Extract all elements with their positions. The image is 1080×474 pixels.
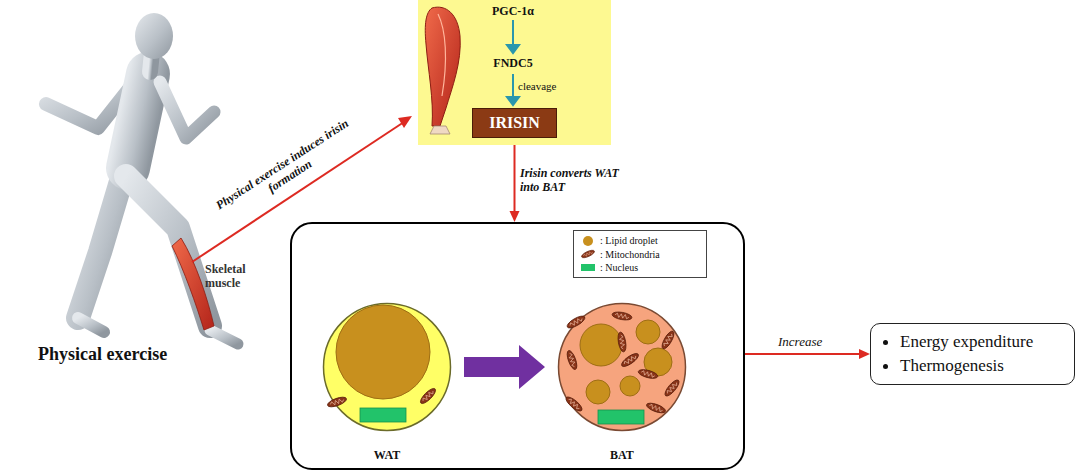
outcome-item: Energy expenditure [900,332,1033,352]
hormone-name: IRISIN [489,114,540,132]
arrow-caption: Irisin converts WAT into BAT [520,166,632,194]
mitochondria-swatch [580,249,596,259]
bat-cell: BAT [557,302,687,432]
figure-caption: Physical exercise [38,344,238,365]
cell-membrane [324,304,451,431]
cell-label: BAT [557,448,687,463]
bullet-dot [883,340,888,345]
wat-cell: WAT [322,302,452,432]
block-arrow [464,345,545,389]
legend-text: : Nucleus [600,262,638,273]
arrow-caption: Physical exercise induces irisin formati… [206,111,366,228]
bullet-row: Thermogenesis [883,356,1074,376]
cell-outline [557,302,687,432]
legend-row: : Nucleus [580,261,700,274]
legend-row: : Mitochondria [580,248,700,261]
arrow-head [859,349,870,359]
process-name: cleavage [518,80,598,92]
cell-label: WAT [322,448,452,463]
bullet-dot [883,364,888,369]
legend-box: : Lipid droplet : Mitochondria : Nucleus [573,230,707,278]
legend-text: : Lipid droplet [600,235,658,246]
legend-text: : Mitochondria [600,249,660,260]
induction-arrow [192,116,412,262]
mitochondria-icon [581,249,596,259]
lipid-swatch [583,236,593,246]
muscle-illustration [425,7,460,134]
cell-outline [322,302,452,432]
protein-name: FNDC5 [463,56,563,71]
connector-line [745,353,861,355]
connector-line [514,145,516,213]
irisin-box: IRISIN [472,108,557,138]
outcome-item: Thermogenesis [900,356,1004,376]
connector-arrow [745,349,870,359]
legend-row: : Lipid droplet [580,234,700,247]
legend-swatch [580,235,596,247]
cell-membrane [559,304,686,431]
legend-swatch [580,262,596,274]
pathway-arrows [507,20,519,105]
wat-cell-contents [326,305,437,422]
runner-figure [46,13,238,344]
arrow-head [510,211,520,222]
gene-name: PGC-1α [463,4,563,19]
outcome-box: Energy expenditureThermogenesis [870,323,1075,385]
nucleus-swatch [581,264,595,271]
bat-cell-contents [564,311,681,424]
pathway-box: PGC-1αFNDC5 cleavageIRISIN [418,0,611,145]
arrow-caption: Increase [778,334,858,350]
legend-swatch [580,248,596,260]
part-label: Skeletal muscle [205,262,265,290]
block-arrow-shape [464,345,545,389]
connector-arrow [510,145,520,222]
bullet-row: Energy expenditure [883,332,1074,352]
